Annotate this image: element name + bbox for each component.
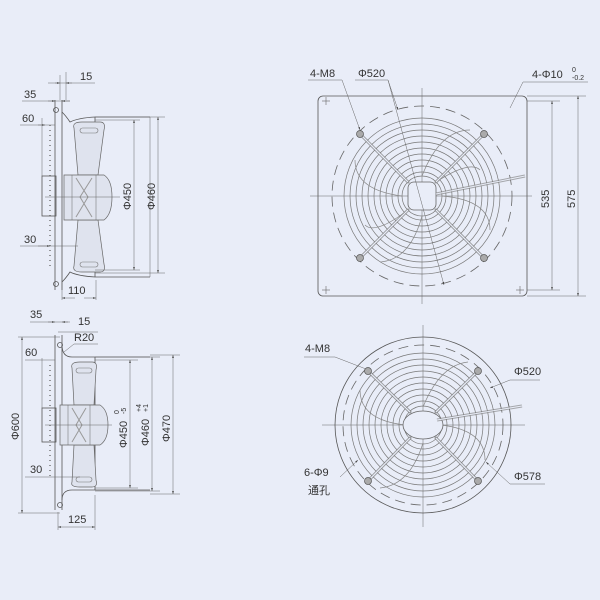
front-view-square: 4-M8 Φ520 4-Φ10 0 -0.2 535 575 <box>308 67 588 304</box>
dim-35-label-b: 35 <box>30 309 42 321</box>
label-4-m8-round: 4-M8 <box>305 343 330 355</box>
phi450-tol-lower: -5 <box>121 408 128 414</box>
holes-tol-upper: 0 <box>572 67 576 74</box>
dim-phi470-label: Φ470 <box>161 415 173 442</box>
dim-35-label: 35 <box>24 89 36 101</box>
dim-30-label: 30 <box>24 234 36 246</box>
label-6-phi9: 6-Φ9 <box>304 467 329 479</box>
side-view-bottom: 35 15 R20 60 Φ600 30 125 <box>10 309 180 530</box>
dim-phi460-label: Φ460 <box>146 183 158 210</box>
dim-535-label: 535 <box>540 190 552 208</box>
dim-15-label-b: 15 <box>78 316 90 328</box>
dim-60-label-b: 60 <box>25 347 37 359</box>
dim-575-label: 575 <box>566 190 578 208</box>
dim-r20-label: R20 <box>74 332 94 344</box>
dim-phi450-label: Φ450 <box>122 183 134 210</box>
dim-15-label: 15 <box>80 71 92 83</box>
side-view-top: 15 35 60 30 110 Φ450 Φ460 <box>20 71 165 300</box>
label-phi578: Φ578 <box>514 471 541 483</box>
phi450-tol-upper: 0 <box>114 410 121 414</box>
phi460-tol-upper: +4 <box>136 404 143 412</box>
dim-phi450-label-b: Φ450 <box>118 421 130 448</box>
label-phi520-round: Φ520 <box>514 366 541 378</box>
phi460-tol-lower: +1 <box>143 404 150 412</box>
dim-phi600-label: Φ600 <box>10 413 22 440</box>
dim-30-label-b: 30 <box>30 464 42 476</box>
dim-125-label: 125 <box>68 514 86 526</box>
label-through-hole: 通孔 <box>308 484 330 497</box>
front-view-round: 4-M8 Φ520 Φ578 6-Φ9 通孔 <box>304 325 545 527</box>
holes-tol-lower: -0.2 <box>572 75 584 82</box>
label-4-phi10: 4-Φ10 <box>532 69 563 81</box>
dim-110-label: 110 <box>68 285 86 297</box>
dim-60-label: 60 <box>22 113 34 125</box>
dim-phi460-label-b: Φ460 <box>140 419 152 446</box>
label-phi520: Φ520 <box>358 68 385 80</box>
label-4-m8: 4-M8 <box>310 68 335 80</box>
